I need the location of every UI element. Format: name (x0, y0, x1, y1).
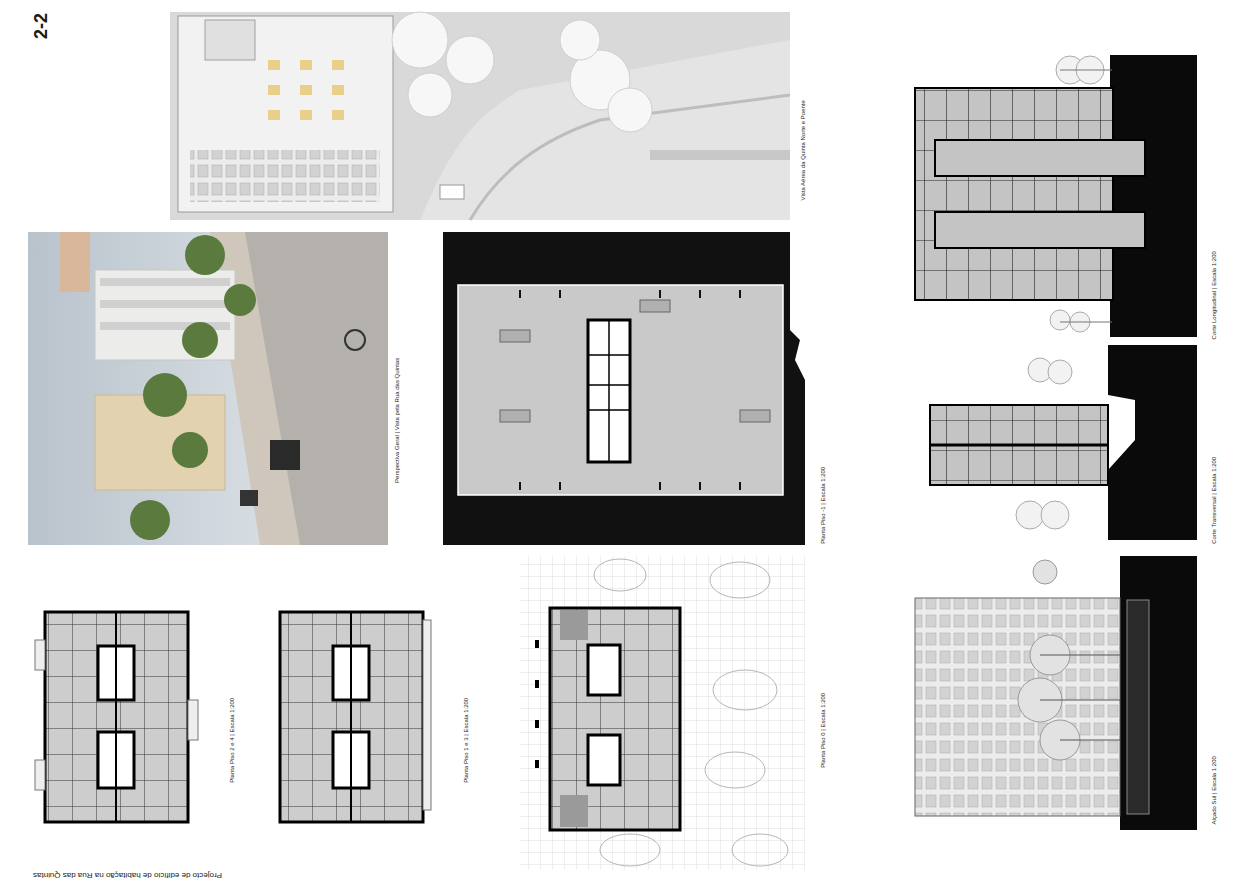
board-title: Projecto de edifício de habitação na Rua… (33, 870, 222, 879)
drawing-caption: Corte Transversal | Escala 1:200 (1211, 457, 1218, 544)
sheet-number: 2-2 (32, 13, 52, 39)
drawing-caption: Alçado Sul | Escala 1:200 (1211, 756, 1218, 824)
drawing-caption: Corte Longitudinal | Escala 1:200 (1211, 251, 1218, 339)
image-caption: Perspectiva Geral | Vista pela Rua das Q… (395, 357, 402, 482)
drawing-caption: Planta Piso 1 e 3 | Escala 1:200 (463, 698, 470, 783)
image-caption: Vista Aérea da Quinta Norte e Poente (800, 100, 807, 200)
drawing-caption: Planta Piso 0 | Escala 1:200 (820, 693, 827, 768)
drawing-caption: Planta Piso 2 e 4 | Escala 1:200 (229, 698, 236, 783)
drawing-caption: Planta Piso -1 | Escala 1:200 (820, 467, 827, 544)
